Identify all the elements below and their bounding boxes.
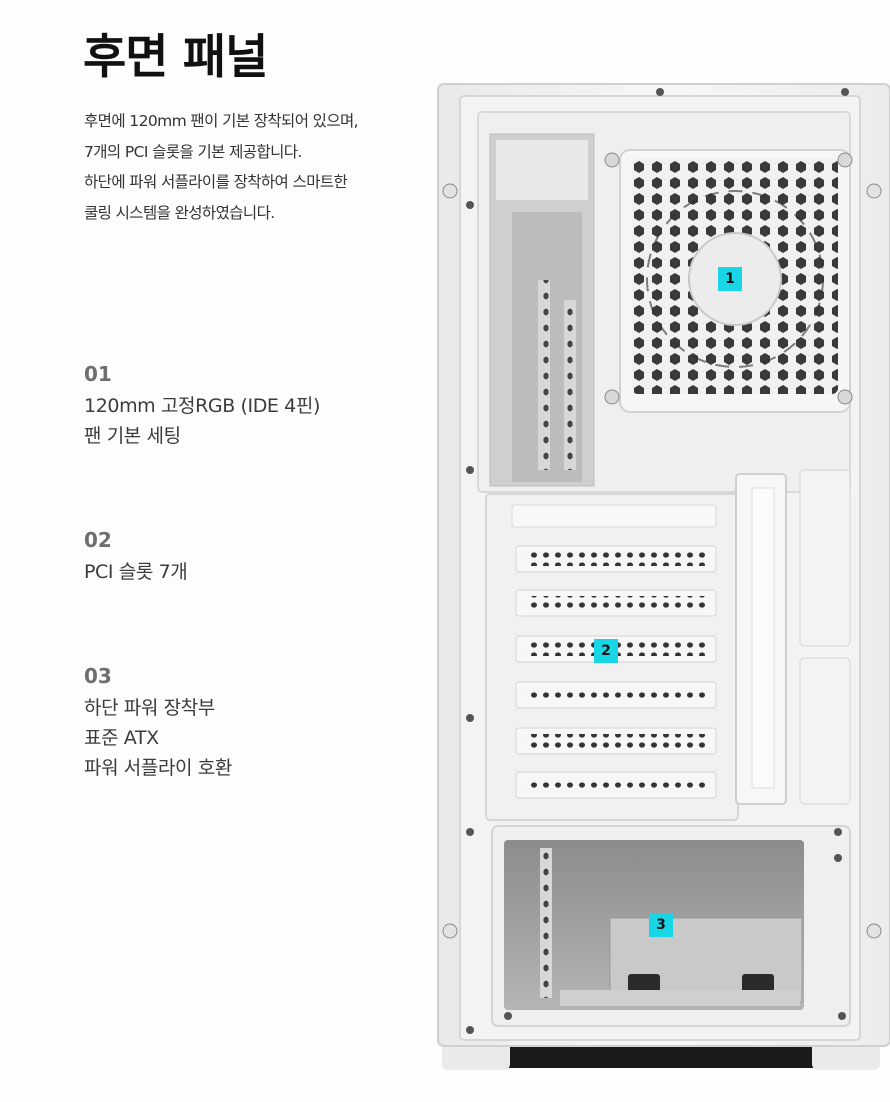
feature-text: 120mm 고정RGB (IDE 4핀)	[84, 395, 320, 417]
description-line: 7개의 PCI 슬롯을 기본 제공합니다.	[84, 142, 302, 161]
feature-03: 03 하단 파워 장착부 표준 ATX 파워 서플라이 호환	[84, 663, 232, 783]
feature-number: 03	[84, 664, 112, 688]
feature-text: 팬 기본 세팅	[84, 425, 181, 447]
feature-text: 하단 파워 장착부	[84, 697, 215, 719]
description-line: 쿨링 시스템을 완성하였습니다.	[84, 203, 275, 222]
feature-text: PCI 슬롯 7개	[84, 561, 188, 583]
description: 후면에 120mm 팬이 기본 장착되어 있으며, 7개의 PCI 슬롯을 기본…	[84, 106, 359, 228]
feature-01: 01 120mm 고정RGB (IDE 4핀) 팬 기본 세팅	[84, 361, 320, 451]
page-title: 후면 패널	[83, 30, 268, 85]
description-line: 후면에 120mm 팬이 기본 장착되어 있으며,	[84, 112, 359, 130]
feature-text: 표준 ATX	[84, 727, 159, 749]
feature-02: 02 PCI 슬롯 7개	[84, 527, 188, 587]
callout-badge-fan: 1	[718, 267, 742, 291]
case-rear-panel: 1 2 3	[420, 60, 890, 1098]
callout-badge-pci: 2	[594, 639, 618, 663]
feature-number: 01	[84, 362, 112, 386]
feature-text: 파워 서플라이 호환	[84, 757, 232, 779]
feature-number: 02	[84, 528, 112, 552]
description-line: 하단에 파워 서플라이를 장착하여 스마트한	[84, 173, 348, 191]
case-illustration	[437, 83, 890, 1070]
callout-badge-psu: 3	[649, 913, 673, 937]
